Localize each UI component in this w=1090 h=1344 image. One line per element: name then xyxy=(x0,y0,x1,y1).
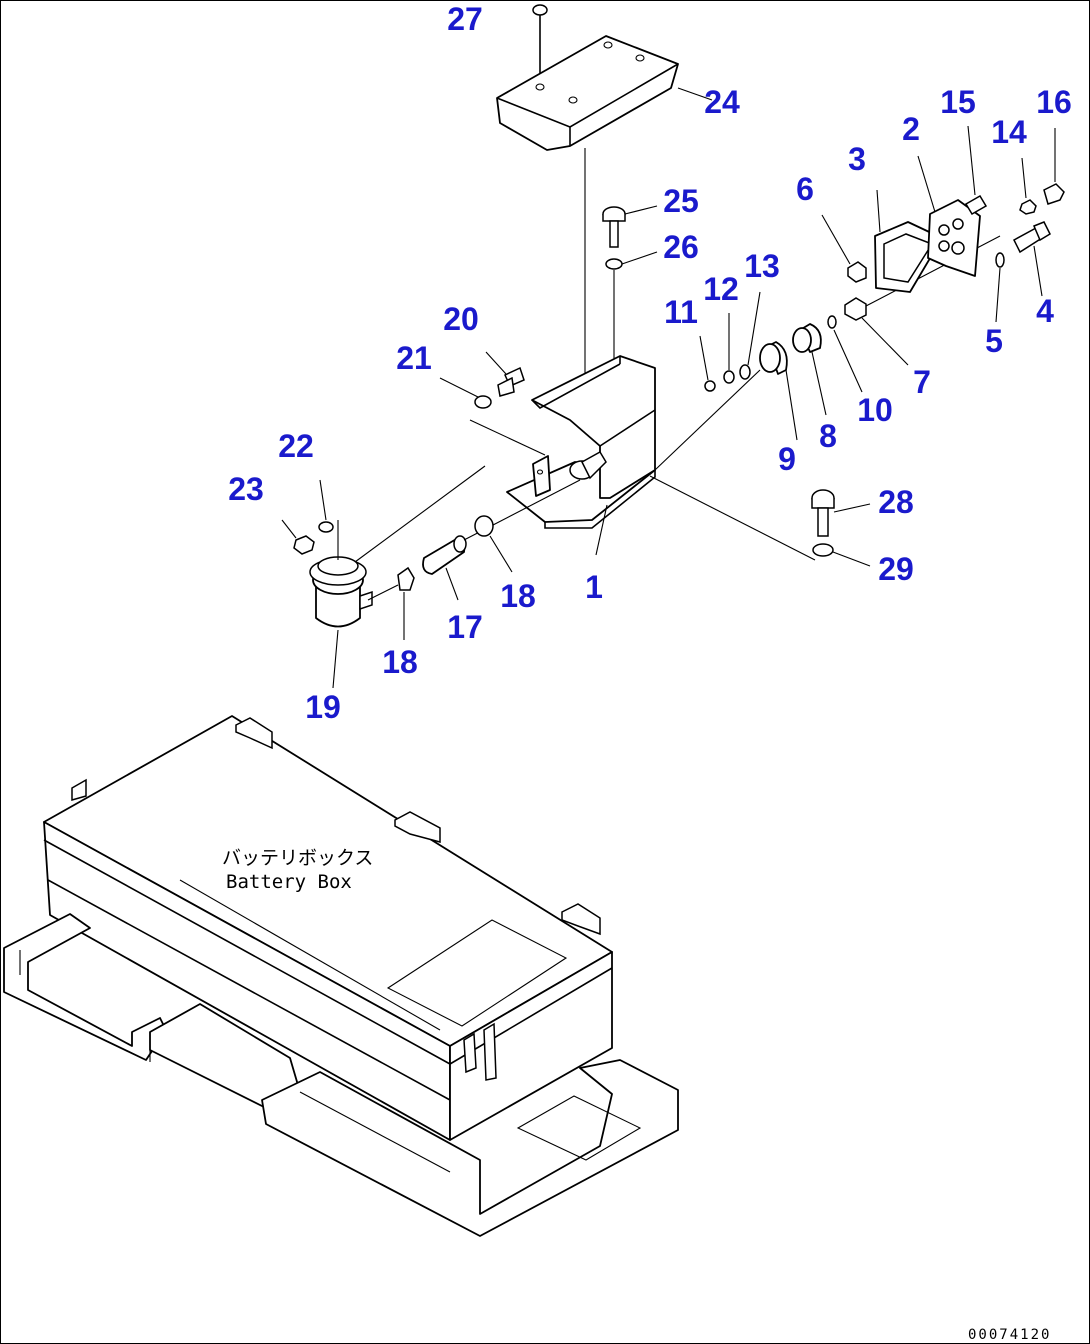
bolt-part-4 xyxy=(1013,221,1051,297)
washer-part-21 xyxy=(439,377,492,409)
callout-29: 29 xyxy=(878,551,914,587)
nut-part-14 xyxy=(1019,157,1037,215)
callout-25: 25 xyxy=(663,183,699,219)
callout-23: 23 xyxy=(228,471,264,507)
nut-part-23 xyxy=(281,519,315,555)
cushion-part-9 xyxy=(759,341,798,441)
callout-14: 14 xyxy=(991,114,1027,150)
clip-part-18-right xyxy=(474,515,513,573)
battery-box-label-en: Battery Box xyxy=(226,871,352,893)
callout-15: 15 xyxy=(940,84,976,120)
drawing-code: 00074120 xyxy=(968,1327,1051,1343)
bolt-part-20 xyxy=(485,351,525,397)
callout-19: 19 xyxy=(305,689,341,725)
callout-1: 1 xyxy=(585,569,603,605)
callout-28: 28 xyxy=(878,484,914,520)
callout-8: 8 xyxy=(819,418,837,454)
callout-21: 21 xyxy=(396,340,432,376)
callout-18a: 18 xyxy=(382,644,418,680)
callout-26: 26 xyxy=(663,229,699,265)
callout-9: 9 xyxy=(778,441,796,477)
washer-part-26 xyxy=(605,251,658,372)
washer-part-29 xyxy=(812,543,871,567)
washer-part-12 xyxy=(723,313,735,384)
washer-part-10 xyxy=(827,315,863,393)
callout-22: 22 xyxy=(278,428,314,464)
callout-11: 11 xyxy=(664,294,698,330)
clip-part-18-left xyxy=(397,566,415,640)
callout-12: 12 xyxy=(703,271,739,307)
nut-part-11 xyxy=(699,335,716,392)
callout-17: 17 xyxy=(447,609,483,645)
cushion-part-8 xyxy=(792,323,827,416)
callout-6: 6 xyxy=(796,171,814,207)
callout-5: 5 xyxy=(985,323,1003,359)
callout-2: 2 xyxy=(902,111,920,147)
top-plate-part-24 xyxy=(496,4,713,375)
washer-part-5 xyxy=(995,252,1005,323)
bracket-part-1 xyxy=(469,355,816,561)
callout-18b: 18 xyxy=(500,578,536,614)
bolt-part-15 xyxy=(964,125,988,216)
battery-box: バッテリボックス Battery Box xyxy=(43,715,613,1141)
callout-24: 24 xyxy=(704,84,740,120)
callout-20: 20 xyxy=(443,301,479,337)
callout-16: 16 xyxy=(1036,84,1072,120)
callout-3: 3 xyxy=(848,141,866,177)
callout-4: 4 xyxy=(1036,293,1054,329)
washer-part-13 xyxy=(739,291,761,380)
bolt-part-25 xyxy=(602,205,658,248)
battery-box-label-jp: バッテリボックス xyxy=(222,847,373,869)
hose-part-17 xyxy=(422,479,581,601)
bolt-part-28 xyxy=(811,489,871,537)
callout-10: 10 xyxy=(857,392,893,428)
callout-7: 7 xyxy=(913,364,931,400)
base-frame xyxy=(3,913,679,1237)
washer-part-22 xyxy=(318,479,334,533)
bolt-part-6 xyxy=(821,214,867,283)
bolt-part-16 xyxy=(1043,128,1065,205)
plate-part-2 xyxy=(917,155,981,277)
callout-13: 13 xyxy=(744,248,780,284)
switch-part-19 xyxy=(309,465,486,689)
callout-27: 27 xyxy=(447,1,483,37)
frame-part-3 xyxy=(874,189,943,293)
